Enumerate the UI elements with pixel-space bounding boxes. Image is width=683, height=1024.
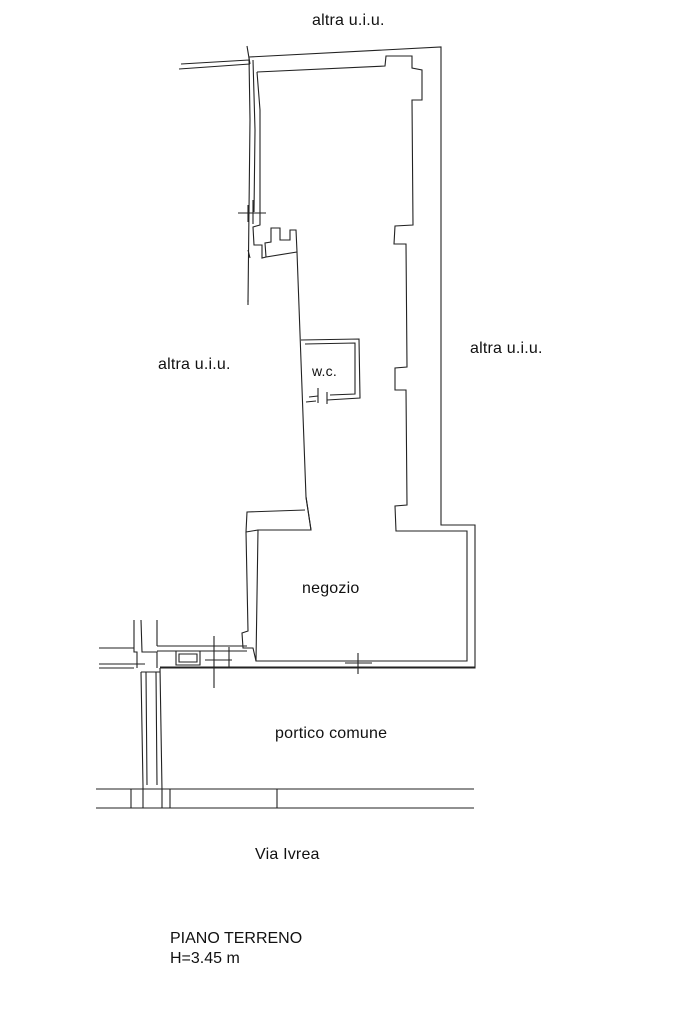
plan-caption: PIANO TERRENO H=3.45 m (170, 929, 302, 969)
wc-door-jamb (317, 388, 328, 404)
shop-room-label: negozio (302, 580, 360, 597)
neighbor-unit-right-label: altra u.i.u. (470, 340, 543, 357)
neighbor-unit-left-label: altra u.i.u. (158, 356, 231, 373)
portico-column-left (140, 667, 163, 791)
outer-wall-line (160, 46, 476, 669)
inner-wall-upper-left (252, 71, 267, 259)
wc-room-label: w.c. (312, 363, 337, 379)
left-boundary-wall (247, 56, 251, 303)
street-name-label: Via Ivrea (255, 846, 320, 863)
left-boundary-wall-inner (252, 59, 256, 213)
wc-room-inner (304, 342, 356, 398)
entrance-pillar-left (133, 619, 158, 668)
ceiling-height-label: H=3.45 m (170, 950, 240, 967)
neighbor-unit-top-label: altra u.i.u. (312, 12, 385, 29)
entrance-cross (156, 620, 247, 652)
entrance-tick (205, 636, 232, 688)
left-boundary-tick (238, 200, 266, 224)
entrance-block (99, 647, 145, 669)
left-boundary-lines-top (178, 45, 251, 70)
street-joints (130, 786, 278, 808)
floor-level-label: PIANO TERRENO (170, 930, 303, 947)
portico-label: portico comune (275, 725, 388, 742)
shop-front-tick (345, 653, 372, 674)
left-step-wall (247, 249, 251, 305)
wc-room-outer (300, 338, 361, 403)
lower-left-wall (241, 496, 312, 662)
inner-wall-line (255, 55, 468, 662)
entrance-door-frame (175, 651, 201, 666)
portico-column-right (145, 671, 158, 786)
